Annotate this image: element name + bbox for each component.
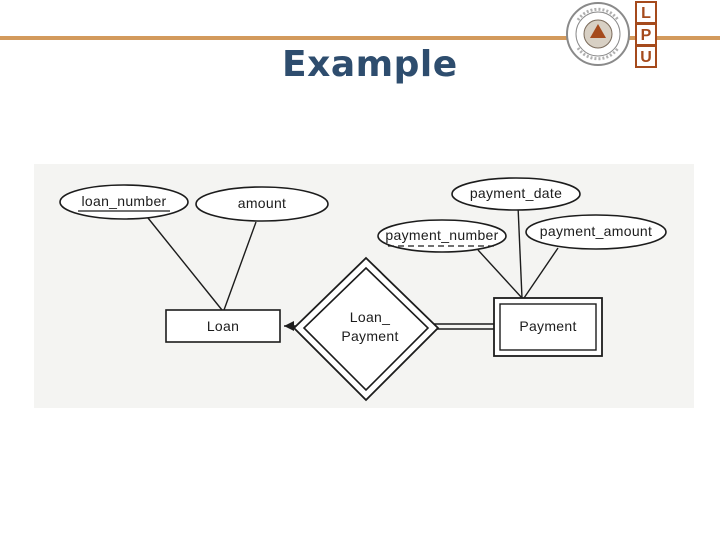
attribute-amount: amount <box>195 186 329 222</box>
seal-icon <box>566 2 630 66</box>
svg-text:Payment: Payment <box>519 318 576 334</box>
line-loan-number-to-loan <box>147 217 223 311</box>
line-amount-to-loan <box>223 221 257 311</box>
svg-text:Loan: Loan <box>207 318 239 334</box>
entity-loan: Loan <box>165 309 281 343</box>
entity-payment: Payment <box>493 297 603 357</box>
svg-text:amount: amount <box>238 195 287 211</box>
attribute-payment-date: payment_date <box>451 177 581 211</box>
svg-text:payment_number: payment_number <box>385 227 498 243</box>
slide-title: Example <box>282 44 458 85</box>
svg-text:loan_number: loan_number <box>81 193 166 209</box>
svg-text:P: P <box>641 27 652 44</box>
university-logo: L P U <box>566 1 657 68</box>
attribute-payment-amount: payment_amount <box>525 214 667 250</box>
attribute-loan-number: loan_number <box>59 184 189 220</box>
line-payment-amount-to-payment <box>523 247 559 299</box>
attribute-payment-number: payment_number <box>377 219 507 253</box>
header-accent-bar <box>0 36 720 40</box>
svg-text:payment_amount: payment_amount <box>540 223 652 239</box>
svg-text:Payment: Payment <box>341 328 398 344</box>
er-diagram: loan_number amount payment_date payment_… <box>59 177 667 402</box>
line-payment-number-to-payment <box>477 249 523 299</box>
line-payment-date-to-payment <box>517 205 523 299</box>
relationship-loan-payment: Loan_ Payment <box>292 256 440 402</box>
lpu-letters: L P U <box>635 1 657 68</box>
svg-text:L: L <box>641 5 651 22</box>
svg-text:payment_date: payment_date <box>470 185 562 201</box>
svg-text:U: U <box>640 49 652 66</box>
svg-text:Loan_: Loan_ <box>350 309 390 325</box>
arrowhead-to-loan <box>284 321 294 331</box>
